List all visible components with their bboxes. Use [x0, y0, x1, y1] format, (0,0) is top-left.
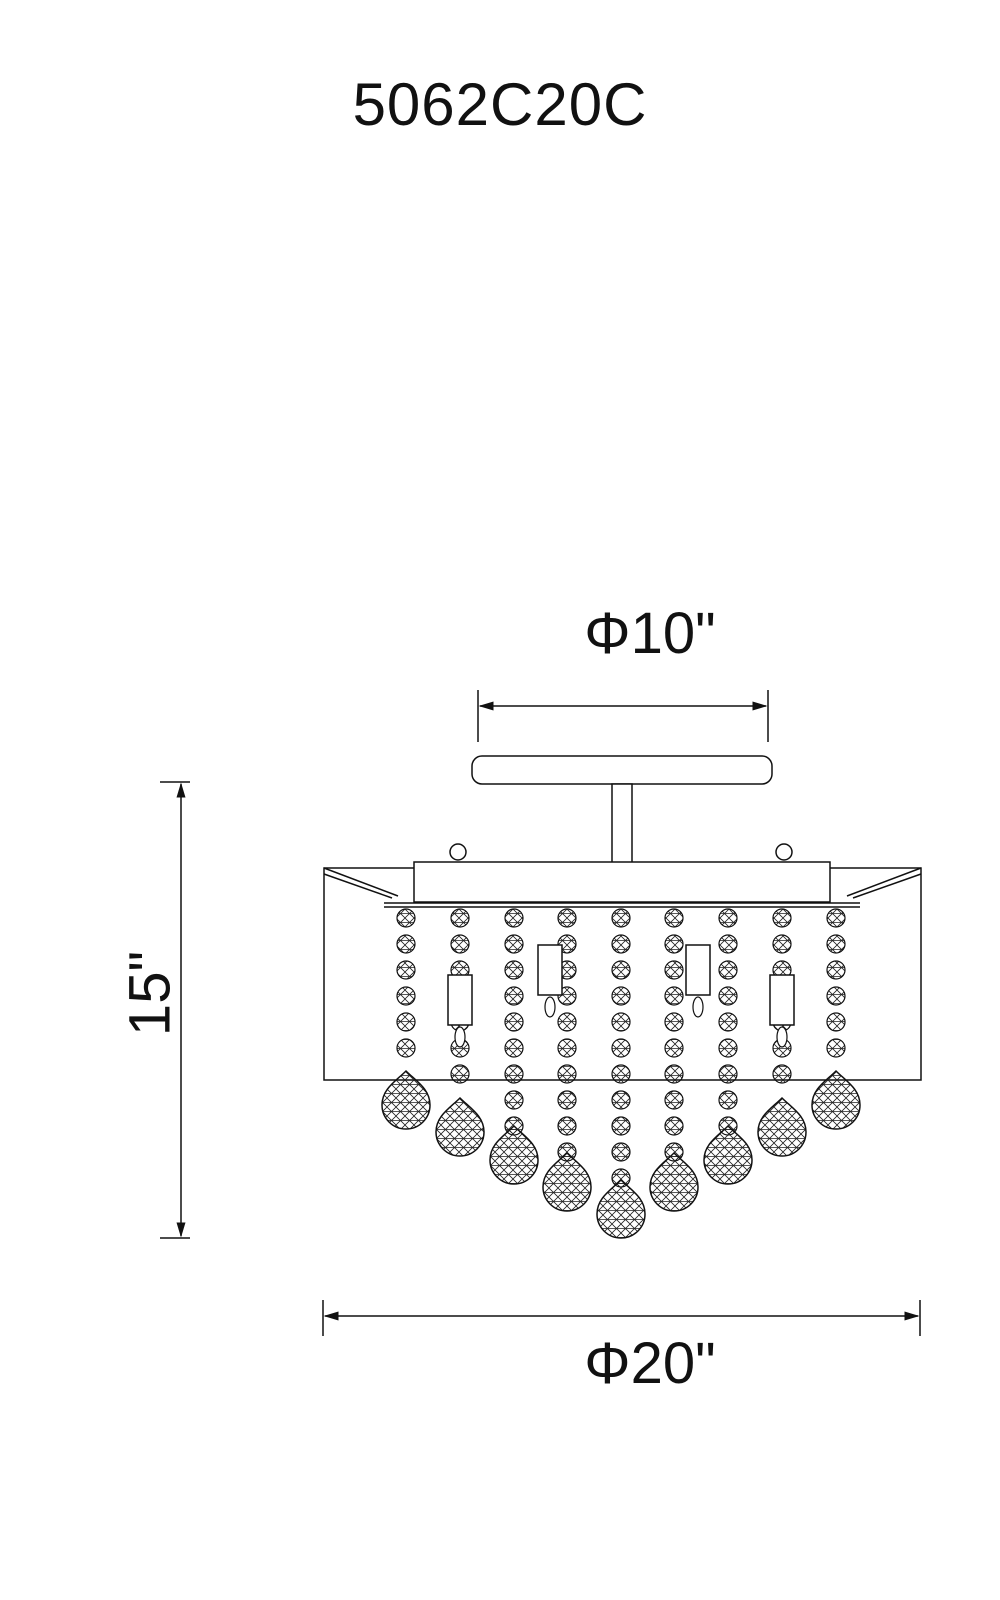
crystal-pendant	[757, 1096, 807, 1157]
crystal-bead	[718, 960, 738, 980]
crystal-bead	[611, 1116, 631, 1136]
crystal-bead	[718, 1064, 738, 1084]
crystal-bead	[504, 960, 524, 980]
crystal-bead	[611, 1090, 631, 1110]
crystal-bead	[826, 934, 846, 954]
crystal-bead	[664, 1090, 684, 1110]
crystal-bead	[826, 1038, 846, 1058]
crystal-strand	[381, 908, 431, 1130]
crystal-pendant	[596, 1178, 646, 1239]
crystal-strand	[489, 908, 539, 1185]
crystal-bead	[718, 1012, 738, 1032]
crystal-bead	[611, 1012, 631, 1032]
crystal-bead	[557, 908, 577, 928]
crystal-pendant	[811, 1069, 861, 1130]
crystal-pendant	[489, 1124, 539, 1185]
crystal-bead	[557, 1064, 577, 1084]
crystal-bead	[504, 986, 524, 1006]
crystal-strand	[811, 908, 861, 1130]
crystal-pendant	[435, 1096, 485, 1157]
model-number: 5062C20C	[352, 71, 648, 138]
crystal-bead	[611, 986, 631, 1006]
crystal-strand	[596, 908, 646, 1239]
crystal-bead	[611, 908, 631, 928]
crystal-bead	[664, 934, 684, 954]
crystal-bead	[504, 1090, 524, 1110]
crystal-bead	[396, 908, 416, 928]
crystal-bead	[826, 908, 846, 928]
crystal-bead	[396, 1038, 416, 1058]
crystal-bead	[826, 986, 846, 1006]
height-dimension-line	[160, 781, 190, 1239]
crystal-pendant	[649, 1151, 699, 1212]
candle-light	[537, 944, 563, 1018]
crystal-pendant	[703, 1124, 753, 1185]
crystal-bead	[396, 1012, 416, 1032]
crystal-bead	[504, 908, 524, 928]
shade-diameter-label: Φ20"	[584, 1331, 716, 1396]
candle-light	[447, 974, 473, 1048]
crystal-bead	[611, 1142, 631, 1162]
crystal-bead	[396, 960, 416, 980]
crystal-bead	[611, 1064, 631, 1084]
crystal-bead	[664, 908, 684, 928]
crystal-bead	[504, 934, 524, 954]
crystal-bead	[396, 934, 416, 954]
crystal-bead	[826, 960, 846, 980]
shade-dimension-line	[322, 1300, 921, 1336]
crystal-bead	[664, 1064, 684, 1084]
crystal-bead	[450, 934, 470, 954]
crystal-bead	[557, 1038, 577, 1058]
crystal-bead	[826, 1012, 846, 1032]
crystal-bead	[718, 1090, 738, 1110]
crystal-bead	[504, 1038, 524, 1058]
crystal-bead	[504, 1012, 524, 1032]
crystal-bead	[718, 908, 738, 928]
crystal-bead	[664, 986, 684, 1006]
crystal-bead	[772, 934, 792, 954]
downrod	[611, 783, 633, 867]
canopy-diameter-label: Φ10"	[584, 601, 716, 666]
crystal-bead	[557, 1012, 577, 1032]
crystal-strand	[703, 908, 753, 1185]
crystal-pendant	[542, 1151, 592, 1212]
crystal-bead	[611, 934, 631, 954]
candle-lights	[447, 944, 795, 1048]
crystal-strands	[381, 908, 861, 1239]
crystal-bead	[718, 934, 738, 954]
crystal-bead	[557, 1090, 577, 1110]
crystal-bead	[450, 908, 470, 928]
canopy-dimension-line	[477, 690, 769, 742]
crystal-bead	[718, 1038, 738, 1058]
crystal-strand	[649, 908, 699, 1212]
ceiling-canopy	[471, 755, 773, 785]
crystal-bead	[664, 960, 684, 980]
crystal-bead	[772, 1064, 792, 1084]
crystal-bead	[396, 986, 416, 1006]
crystal-bead	[504, 1064, 524, 1084]
crystal-bead	[611, 1038, 631, 1058]
crystal-bead	[664, 1116, 684, 1136]
crystal-bead	[772, 908, 792, 928]
crystal-bead	[450, 1064, 470, 1084]
crystal-bead	[664, 1038, 684, 1058]
candle-light	[685, 944, 711, 1018]
crystal-bead	[664, 1012, 684, 1032]
crystal-bead	[718, 986, 738, 1006]
candle-light	[769, 974, 795, 1048]
fixture-plate	[384, 843, 860, 908]
crystal-pendant	[381, 1069, 431, 1130]
crystal-bead	[557, 1116, 577, 1136]
crystal-bead	[611, 960, 631, 980]
